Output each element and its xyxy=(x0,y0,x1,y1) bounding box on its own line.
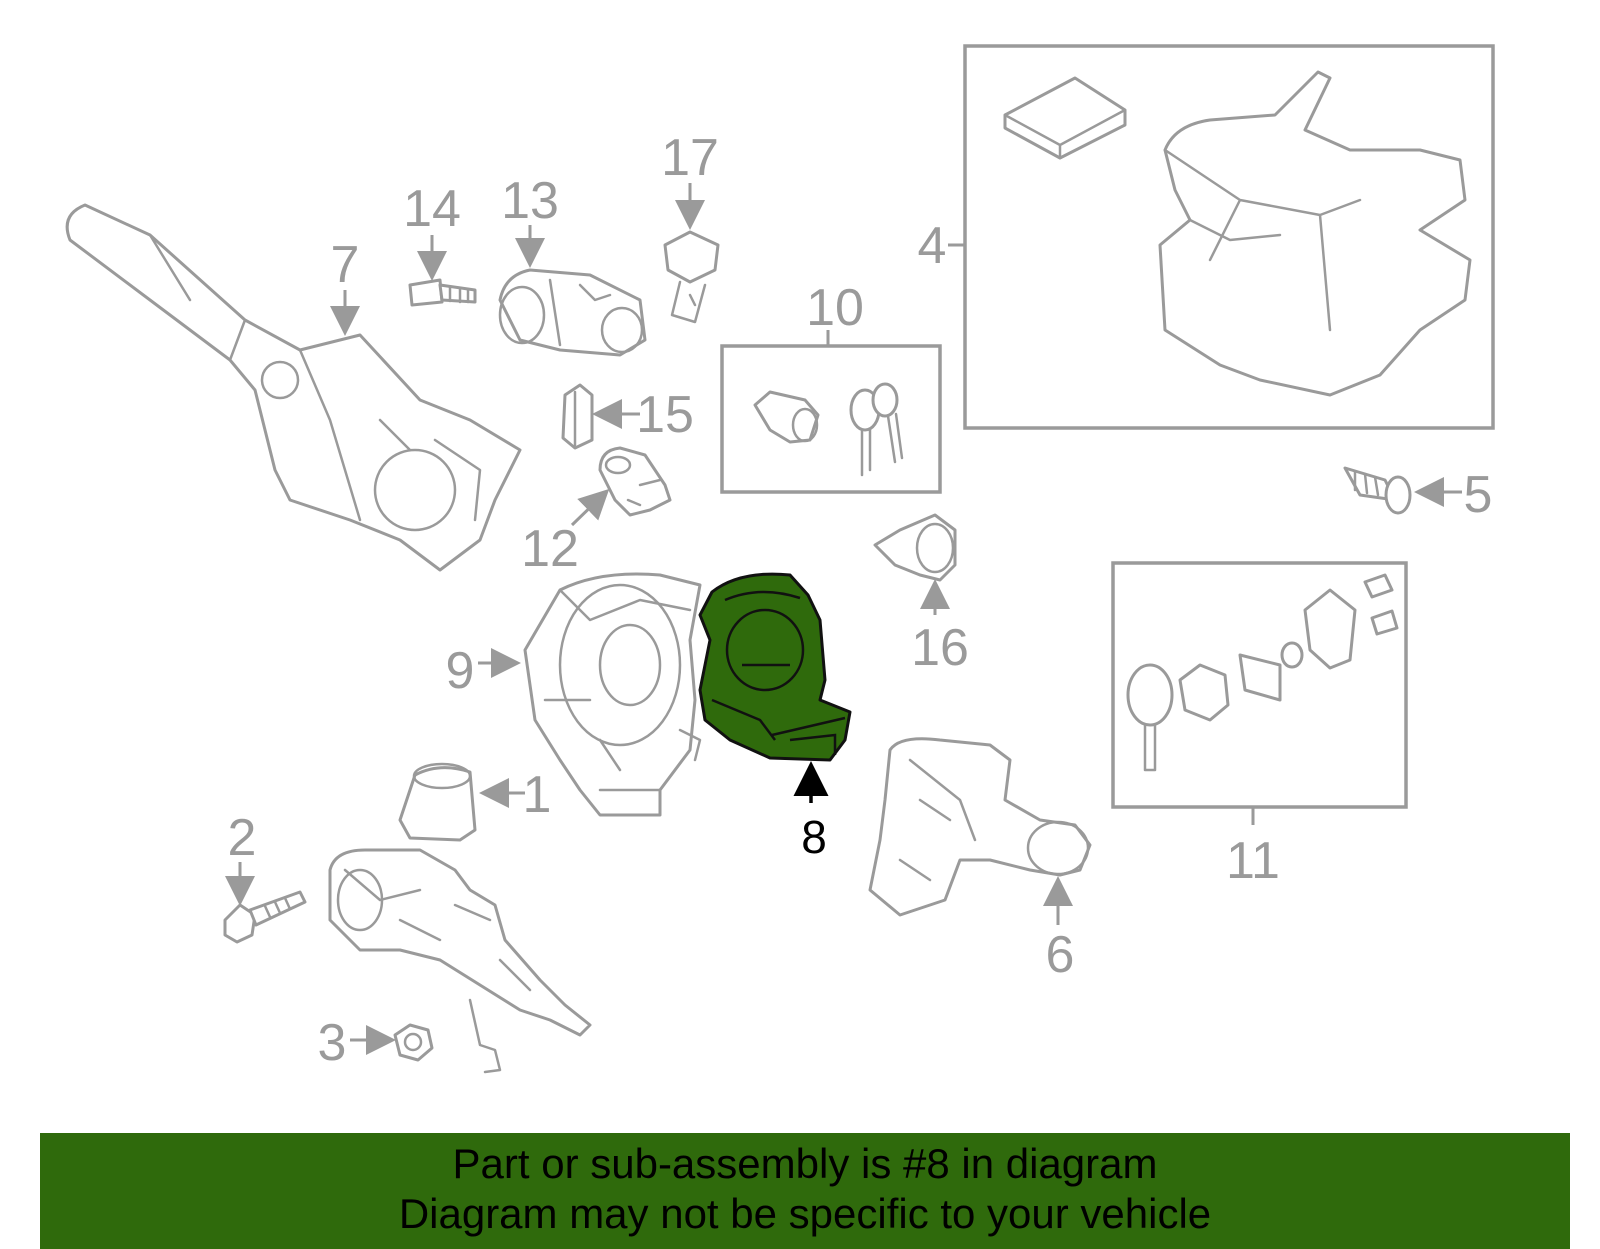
info-banner: Part or sub-assembly is #8 in diagram Di… xyxy=(40,1133,1570,1249)
banner-line-2: Diagram may not be specific to your vehi… xyxy=(398,1190,1212,1237)
part-10-lock-cylinder-keys[interactable] xyxy=(753,382,904,477)
callout-15: 15 xyxy=(636,386,694,444)
callout-1: 1 xyxy=(523,766,552,824)
part-13-ignition-switch[interactable] xyxy=(498,268,647,357)
part-14-bolt[interactable] xyxy=(408,278,477,307)
part-5-screw[interactable] xyxy=(1343,466,1412,515)
callout-12: 12 xyxy=(521,520,579,578)
callout-5: 5 xyxy=(1464,466,1493,524)
banner-line-1: Part or sub-assembly is #8 in diagram xyxy=(452,1140,1158,1187)
callout-11: 11 xyxy=(1226,832,1280,890)
callout-numbers: 7 14 13 17 15 12 10 4 5 16 11 9 8 1 2 3 … xyxy=(228,129,1493,1072)
part-15-clip[interactable] xyxy=(561,383,594,450)
callout-6: 6 xyxy=(1046,926,1075,984)
part-1-column-upper[interactable] xyxy=(398,762,477,842)
part-3-nut[interactable] xyxy=(393,1023,434,1062)
part-11-remote-key[interactable] xyxy=(1126,573,1399,772)
part-6-wiper-switch[interactable] xyxy=(868,737,1092,917)
callout-17: 17 xyxy=(661,129,719,187)
callout-2: 2 xyxy=(228,809,257,867)
part-11-box xyxy=(1111,561,1408,809)
part-17-connector[interactable] xyxy=(663,230,720,324)
callout-14: 14 xyxy=(403,180,461,238)
part-4-box xyxy=(963,44,1495,430)
callout-3: 3 xyxy=(318,1014,347,1072)
part-8-spiral-cable[interactable] xyxy=(698,572,852,762)
callout-10: 10 xyxy=(806,279,864,337)
part-10-box xyxy=(720,344,942,494)
steering-column-assembly[interactable] xyxy=(328,848,592,1074)
leader-lines xyxy=(225,183,1462,1055)
callout-8: 8 xyxy=(801,811,827,863)
part-12-sensor[interactable] xyxy=(598,446,672,517)
callout-9: 9 xyxy=(446,642,475,700)
callout-13: 13 xyxy=(501,172,559,230)
part-2-bolt[interactable] xyxy=(223,890,307,944)
callout-4: 4 xyxy=(918,217,947,275)
part-7-combination-switch[interactable] xyxy=(65,203,522,572)
callout-16: 16 xyxy=(911,619,969,677)
leader-12 xyxy=(570,488,610,527)
callout-7: 7 xyxy=(331,236,360,294)
part-16-horn[interactable] xyxy=(873,513,957,582)
part-9-spiral-cable-housing[interactable] xyxy=(523,572,702,817)
part-4-column-cover[interactable] xyxy=(1003,70,1472,397)
